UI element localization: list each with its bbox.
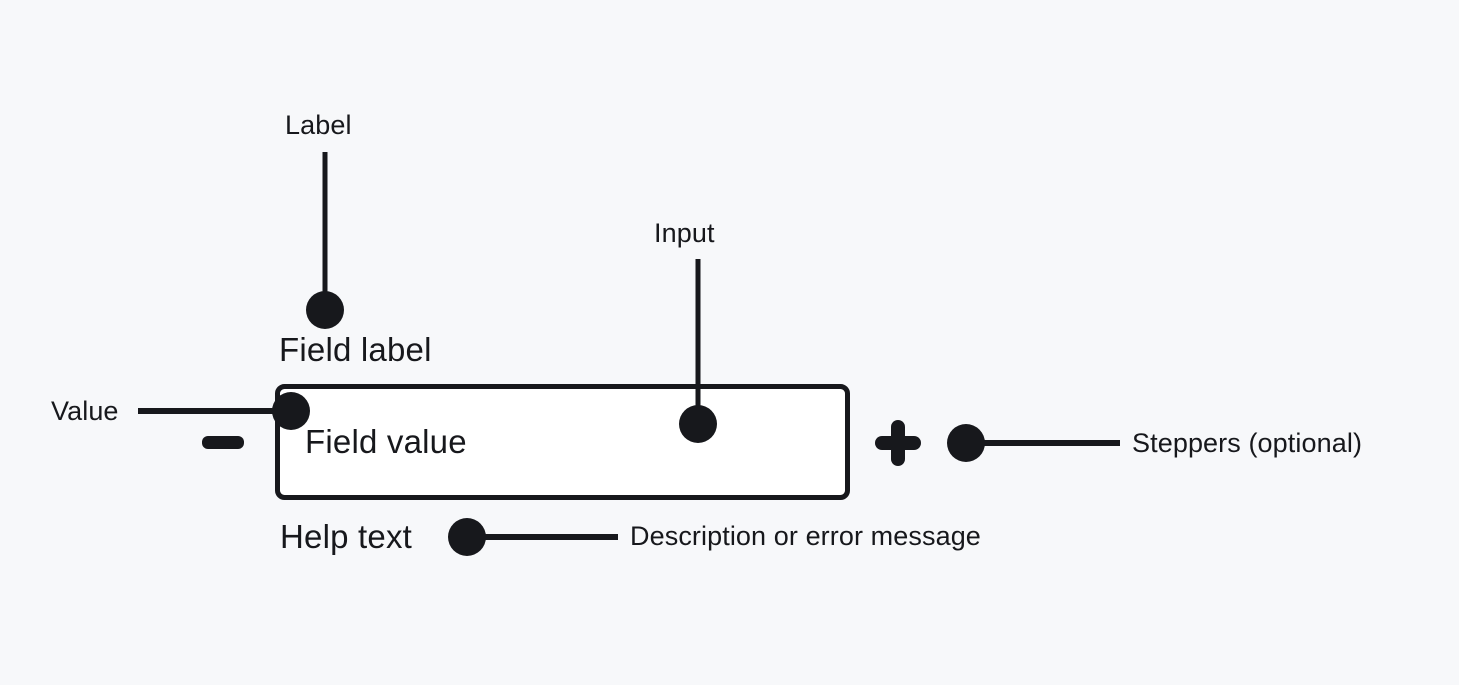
help-text-label: Help text: [280, 518, 413, 555]
annotation-help-text-description: Description or error message: [630, 521, 981, 551]
minus-icon[interactable]: [202, 436, 244, 449]
annotation-value: Value: [51, 396, 119, 426]
annotation-steppers: Steppers (optional): [1132, 428, 1363, 458]
steppers-anchor-dot: [947, 424, 985, 462]
annotation-label: Label: [285, 110, 352, 140]
input-anchor-dot: [679, 405, 717, 443]
help-text-anchor-dot: [448, 518, 486, 556]
value-anchor-dot: [272, 392, 310, 430]
plus-icon[interactable]: [875, 420, 921, 466]
field-label-text: Field label: [279, 331, 432, 368]
label-anchor-dot: [306, 291, 344, 329]
field-value-text[interactable]: Field value: [305, 423, 467, 460]
annotation-input: Input: [654, 218, 715, 248]
